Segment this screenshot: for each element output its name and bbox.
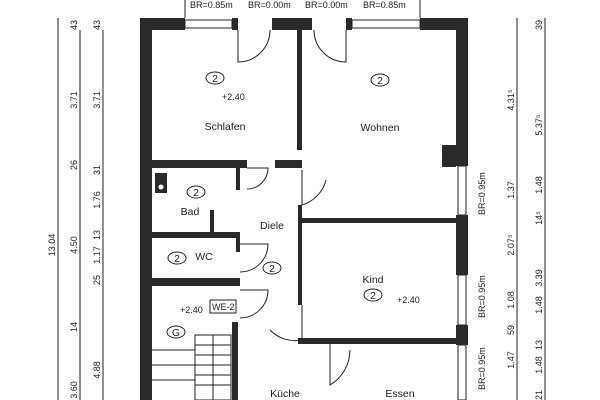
dimension-label: 1.17	[92, 246, 102, 264]
window-label: BR=0.95m	[477, 275, 487, 318]
dimension-label: 1.48	[534, 356, 544, 374]
apartment-tag: WE-2	[212, 302, 235, 312]
dimension-label: 13.04	[47, 234, 57, 257]
dimension-label: 3.71	[92, 91, 102, 109]
room-label-bad: Bad	[181, 206, 200, 218]
dimension-label: 4.31⁵	[506, 89, 516, 111]
unit-markers	[166, 71, 390, 339]
room-label-essen: Essen	[385, 388, 414, 400]
walls	[140, 18, 468, 400]
window-label: BR=0.85m	[363, 0, 406, 10]
dimension-label: 4.88	[92, 361, 102, 379]
dimension-label: 39	[534, 20, 544, 30]
unit-number: 2	[174, 253, 180, 265]
unit-number: 2	[212, 73, 218, 85]
window-label: BR=0.95m	[477, 347, 487, 390]
dimension-label: 1.48	[534, 176, 544, 194]
dimension-label: 59	[506, 325, 516, 335]
dimension-label: 1.76	[92, 191, 102, 209]
dimension-label: 25	[92, 275, 102, 285]
dimension-label: 31	[92, 165, 102, 175]
sink-icon	[155, 173, 167, 193]
dimension-label: 2.07⁵	[506, 234, 516, 256]
unit-number: G	[172, 327, 180, 339]
dimension-label: 43	[69, 20, 79, 30]
room-label-wohnen: Wohnen	[361, 122, 400, 134]
windows	[184, 0, 467, 400]
dimension-label: 1.08	[506, 291, 516, 309]
window-label: BR=0.00m	[248, 0, 291, 10]
dimension-label: 3.60	[69, 381, 79, 399]
dimension-label: 14⁵	[534, 211, 544, 225]
door-swings	[237, 29, 351, 386]
dimension-label: 4.50	[69, 236, 79, 254]
room-label-schlafen: Schlafen	[205, 121, 246, 133]
dimension-label: 14	[69, 322, 79, 332]
level-marker: +2.40	[222, 92, 245, 102]
dimension-label: 13	[92, 230, 102, 240]
dimension-label: 1.48	[534, 296, 544, 314]
window-label: BR=0.85m	[190, 0, 233, 10]
dimension-label: 3.39	[534, 269, 544, 287]
level-marker: +2.40	[397, 295, 420, 305]
window-label: BR=0.00m	[305, 0, 348, 10]
dimension-label: 26	[69, 160, 79, 170]
room-label-kueche: Küche	[270, 388, 300, 400]
unit-number: 2	[377, 75, 383, 87]
room-label-diele: Diele	[260, 220, 284, 232]
dimension-label: 3.71	[69, 91, 79, 109]
room-label-wc: WC	[195, 251, 213, 263]
level-marker: +2.40	[180, 305, 203, 315]
room-label-kind: Kind	[362, 274, 383, 286]
unit-number: 2	[370, 290, 376, 302]
dimension-lines	[57, 18, 546, 400]
window-label: BR=0.95m	[477, 172, 487, 215]
staircase	[152, 334, 232, 400]
unit-number: 2	[269, 263, 275, 275]
dimension-label: 1.37	[506, 181, 516, 199]
dimension-label: 5.37⁵	[534, 114, 544, 136]
dimension-label: 43	[92, 20, 102, 30]
dimension-label: 13	[534, 340, 544, 350]
dimension-label: 21	[534, 390, 544, 400]
dimension-label: 1.47	[506, 351, 516, 369]
unit-number: 2	[193, 187, 199, 199]
